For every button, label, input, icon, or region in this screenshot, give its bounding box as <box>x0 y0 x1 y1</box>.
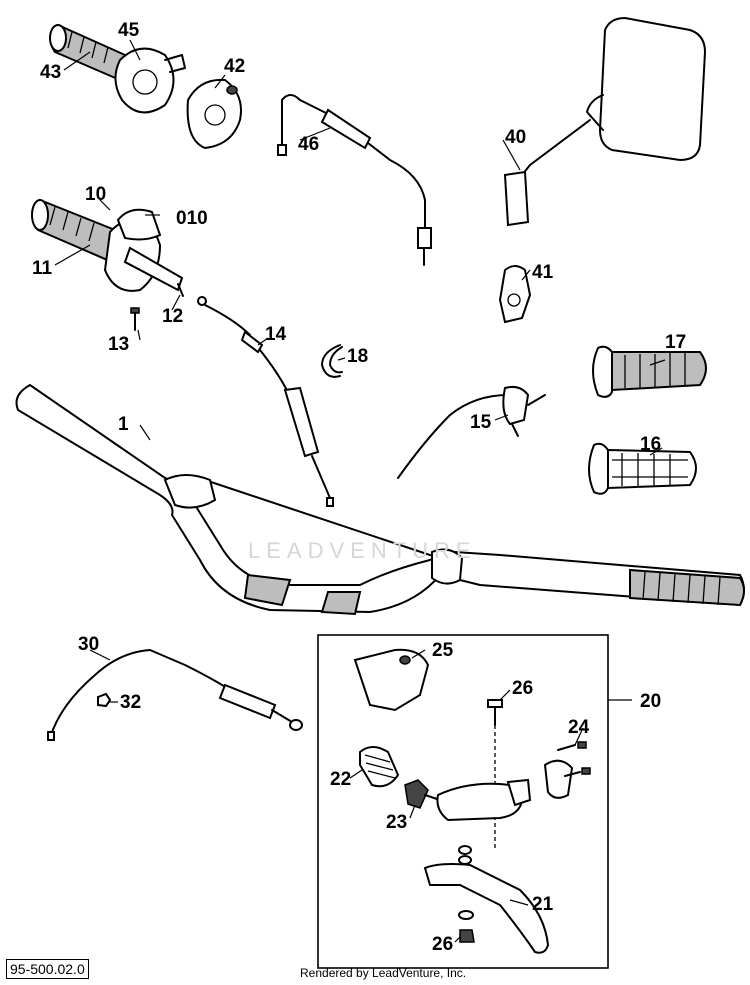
throttle-grip-assembly-10 <box>31 198 184 297</box>
callout-10: 10 <box>85 184 106 205</box>
callout-30: 30 <box>78 634 99 655</box>
kill-switch-15 <box>397 385 546 479</box>
clutch-cable-14 <box>197 296 334 507</box>
callout-leaders <box>54 39 666 943</box>
callout-1: 1 <box>118 414 129 435</box>
callout-22: 22 <box>330 769 351 790</box>
throttle-cable-46 <box>277 94 432 266</box>
callout-43: 43 <box>40 62 61 83</box>
callout-25: 25 <box>432 640 454 661</box>
callout-24: 24 <box>568 717 590 738</box>
callout-41: 41 <box>532 262 554 283</box>
screw-13 <box>130 307 140 331</box>
adjuster-22 <box>359 746 400 788</box>
perch-clamp-24 <box>543 741 591 799</box>
callout-010: 010 <box>176 208 208 229</box>
mirror-40 <box>503 16 707 227</box>
housing-cover-42 <box>186 78 242 150</box>
callout-32: 32 <box>120 692 141 713</box>
pivot-nut-26-bottom <box>458 910 475 943</box>
callout-46: 46 <box>298 134 319 155</box>
lever-perch <box>436 778 532 822</box>
grip-17 <box>592 345 707 398</box>
cable-nut-32 <box>97 692 112 708</box>
callout-14: 14 <box>265 324 287 345</box>
clutch-cable-30 <box>47 649 303 741</box>
handlebar-1 <box>15 383 745 616</box>
callout-15: 15 <box>470 412 492 433</box>
callout-21: 21 <box>532 894 554 915</box>
render-credit: Rendered by LeadVenture, Inc. <box>300 966 467 980</box>
diagram-id-label: 95-500.02.0 <box>6 959 89 979</box>
callout-23: 23 <box>386 812 407 833</box>
clutch-lever-21 <box>423 845 550 954</box>
callout-labels: 43 45 42 46 40 41 10 010 11 12 13 14 18 … <box>32 20 686 955</box>
callout-18: 18 <box>347 346 368 367</box>
callout-42: 42 <box>224 56 245 77</box>
callout-45: 45 <box>118 20 140 41</box>
callout-26-bottom: 26 <box>432 934 453 955</box>
lever-cover-25 <box>353 648 430 712</box>
throttle-housing-45 <box>114 47 186 114</box>
watermark-text: LEADVENTURE <box>248 538 477 563</box>
callout-16: 16 <box>640 434 661 455</box>
callout-17: 17 <box>665 332 686 353</box>
pivot-bolt-26-top <box>487 699 503 850</box>
callout-40: 40 <box>505 127 526 148</box>
callout-20: 20 <box>640 691 661 712</box>
clutch-lever-assembly-box-20 <box>317 634 632 969</box>
callout-11: 11 <box>32 258 53 279</box>
grip-16 <box>588 442 697 495</box>
callout-12: 12 <box>162 306 183 327</box>
mirror-clamp-41 <box>498 265 532 324</box>
clip-18 <box>321 344 343 378</box>
adjuster-knob-23 <box>404 779 441 809</box>
callout-13: 13 <box>108 334 129 355</box>
callout-26-top: 26 <box>512 678 533 699</box>
